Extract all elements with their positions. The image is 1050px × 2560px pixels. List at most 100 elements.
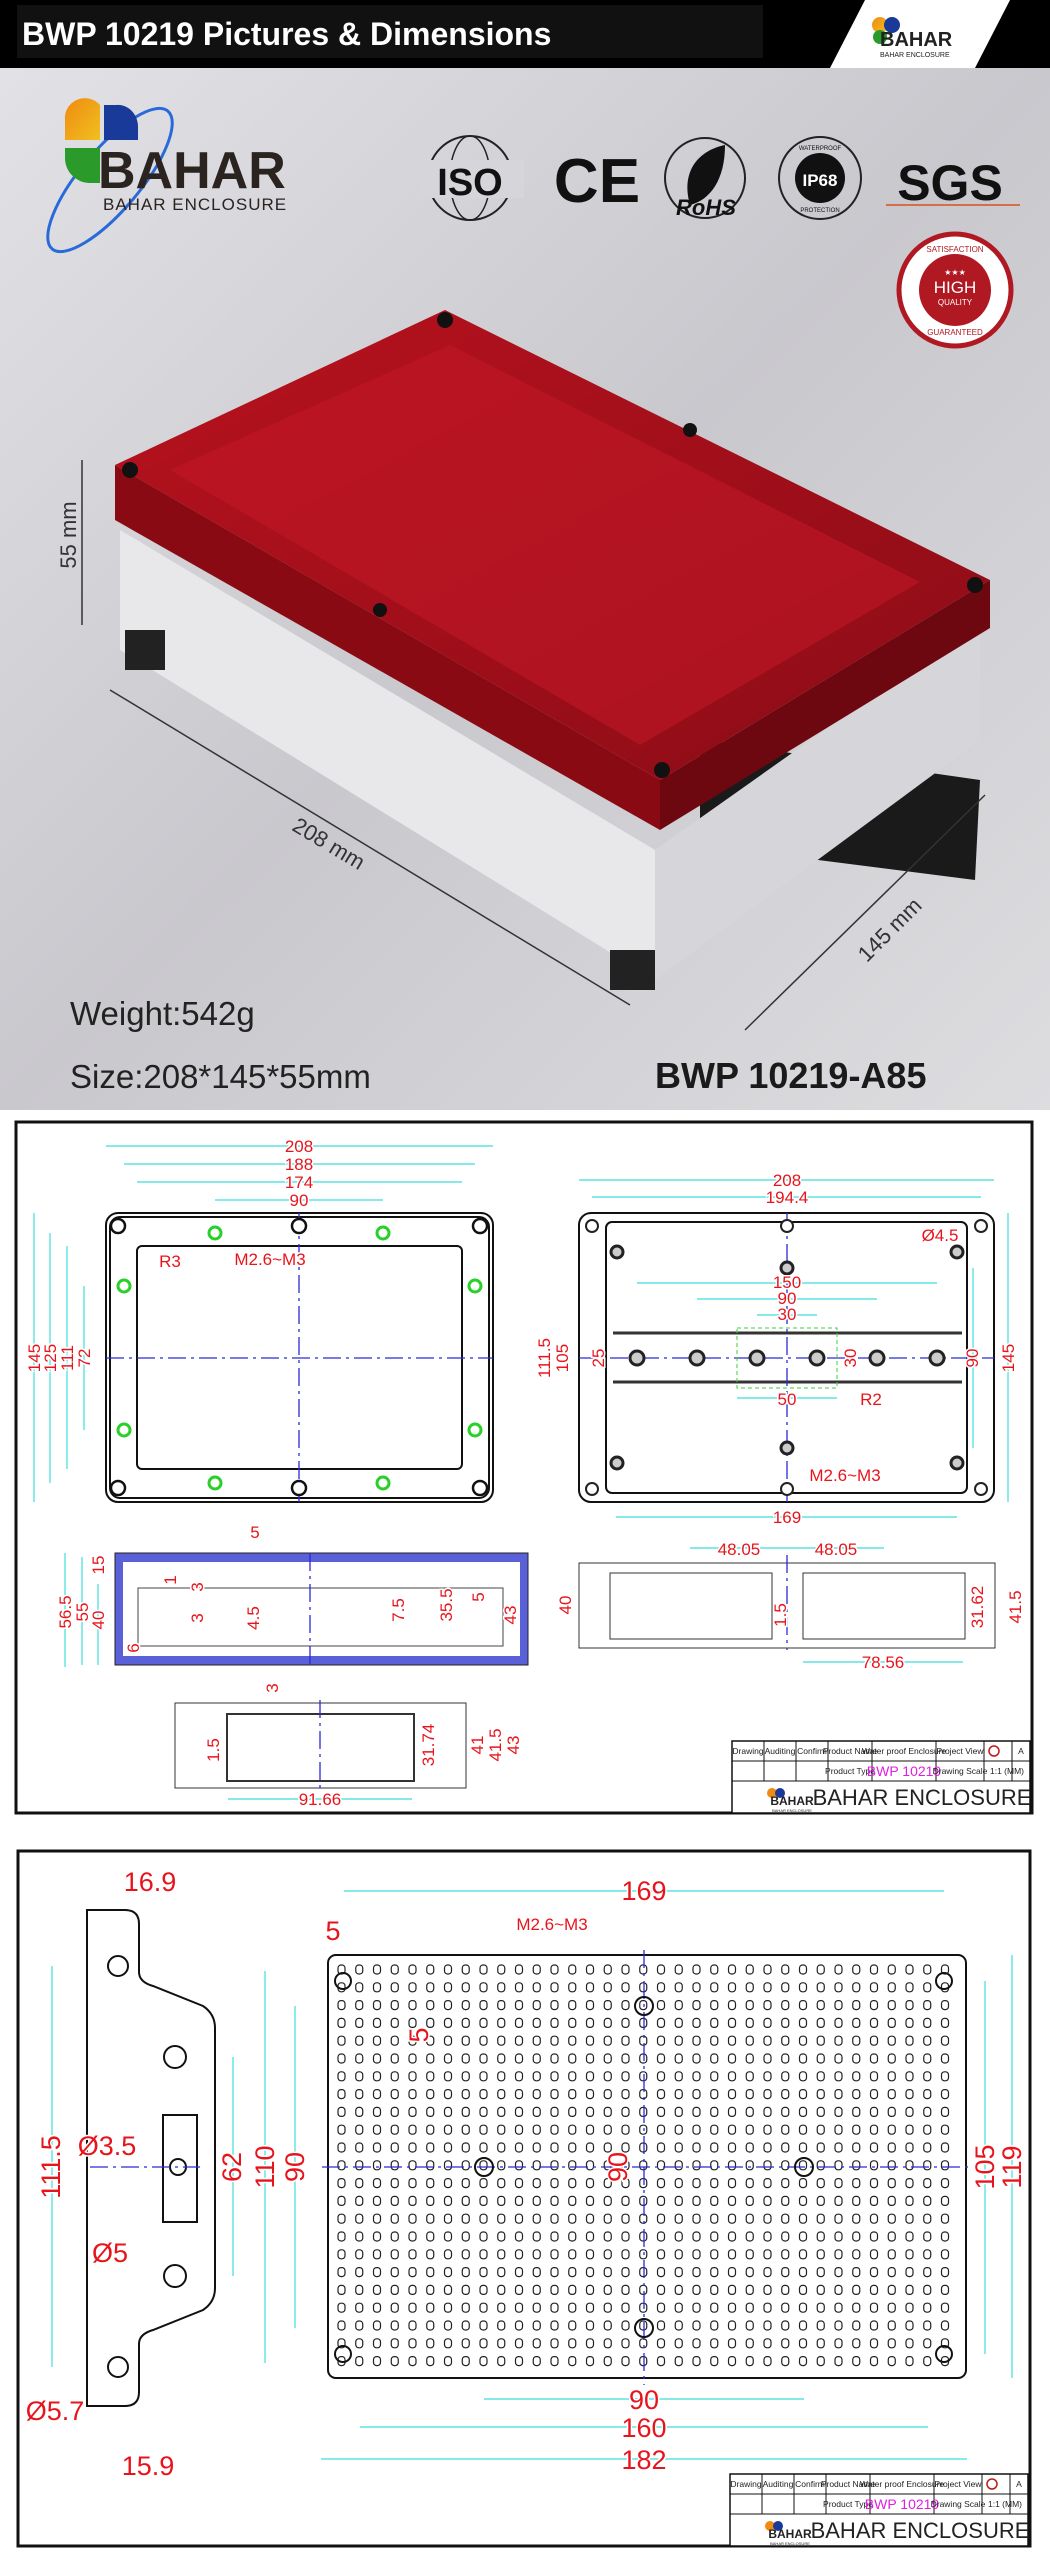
perforation-hole (461, 1982, 470, 1993)
lid-screw-hole (585, 1219, 599, 1233)
perforation-hole (603, 2071, 612, 2082)
perforation-hole (639, 1964, 648, 1975)
perforation-hole (372, 1964, 382, 1975)
perforation-hole (372, 2320, 382, 2331)
perforation-hole (639, 2267, 648, 2278)
perforation-hole (940, 2142, 950, 2153)
perforation-hole (940, 2338, 950, 2349)
mount-boss (609, 1455, 625, 1471)
svg-text:3: 3 (263, 1683, 282, 1692)
title-block-product-name-label: Product Name (823, 1746, 878, 1756)
perforation-hole (390, 2284, 399, 2295)
perforation-hole (497, 2017, 506, 2029)
perforation-hole (426, 2106, 435, 2117)
perforation-hole (940, 2249, 950, 2260)
perforation-hole (781, 1982, 790, 1993)
perforation-hole (763, 2302, 772, 2313)
perforation-hole (674, 2356, 683, 2367)
perforation-hole (621, 2338, 630, 2349)
perforation-hole (798, 2302, 808, 2313)
perforation-hole (621, 2124, 630, 2135)
perforation-hole (639, 1982, 648, 1993)
perforation-hole (781, 2053, 790, 2064)
perforation-hole (550, 1964, 559, 1975)
perforation-hole (639, 2035, 648, 2046)
perforation-hole (692, 2106, 701, 2117)
perforation-hole (603, 1964, 612, 1975)
perforation-hole (355, 2320, 364, 2331)
perforation-hole (443, 2338, 453, 2349)
perforation-hole (727, 2160, 737, 2171)
perforation-hole (550, 2231, 559, 2242)
svg-text:16.9: 16.9 (124, 1867, 177, 1897)
perforation-hole (656, 2071, 666, 2082)
svg-text:30: 30 (778, 1305, 797, 1324)
perforation-hole (727, 2195, 737, 2206)
perforation-hole (763, 1964, 772, 1975)
perforation-hole (639, 1999, 648, 2011)
perforation-hole (852, 2213, 861, 2224)
svg-text:208: 208 (773, 1171, 801, 1190)
perforation-hole (426, 2213, 435, 2224)
perforation-hole (727, 2284, 737, 2295)
svg-text:M2.6~M3: M2.6~M3 (516, 1915, 587, 1934)
perforation-hole (834, 2124, 843, 2135)
perforation-hole (550, 2195, 559, 2206)
perforation-hole (852, 2231, 861, 2242)
perforation-hole (887, 2338, 896, 2349)
perforation-hole (514, 2338, 524, 2349)
perforation-hole (940, 2035, 950, 2046)
screw-hole (471, 1217, 489, 1235)
perforation-hole (781, 2320, 790, 2331)
perforation-hole (923, 2195, 932, 2206)
perforation-hole (834, 2035, 843, 2046)
mount-boss (779, 1260, 795, 1276)
perforation-hole (710, 2231, 719, 2242)
perforation-hole (763, 2249, 772, 2260)
perforation-hole (727, 2124, 737, 2135)
perforation-hole (514, 2142, 524, 2153)
perforation-hole (479, 2053, 488, 2064)
perforation-hole (568, 2249, 577, 2260)
perforation-hole (905, 2035, 914, 2046)
perforation-hole (532, 1964, 541, 1975)
perforation-hole (550, 2284, 559, 2295)
title-block-auditing: Auditing (763, 2479, 794, 2489)
perforation-hole (940, 2320, 950, 2331)
perforation-hole (355, 1964, 364, 1975)
perforation-hole (550, 1982, 559, 1993)
perforation-hole (674, 1982, 683, 1993)
perforation-hole (585, 2124, 595, 2135)
perforation-hole (514, 2017, 524, 2029)
perforation-hole (621, 2302, 630, 2313)
perforation-hole (621, 2035, 630, 2046)
insert-boss (467, 1278, 483, 1294)
perforation-hole (514, 2089, 524, 2100)
perforation-hole (710, 2089, 719, 2100)
perforation-hole (816, 2267, 825, 2278)
perforation-hole (372, 2267, 382, 2278)
perforation-hole (710, 2178, 719, 2189)
perforation-hole (532, 2178, 541, 2189)
perforation-hole (390, 2178, 399, 2189)
perforation-hole (816, 2124, 825, 2135)
title-block-project-view: Project View (936, 1746, 984, 1756)
perforation-hole (461, 2035, 470, 2046)
perforation-hole (390, 2267, 399, 2278)
perforation-hole (479, 2284, 488, 2295)
perforation-hole (621, 2267, 630, 2278)
title-block-confirm: Confirm (795, 2479, 825, 2489)
perforation-hole (568, 1964, 577, 1975)
svg-text:194.4: 194.4 (766, 1188, 809, 1207)
perforation-hole (568, 2338, 577, 2349)
perforation-hole (710, 1999, 719, 2011)
perforation-hole (479, 2249, 488, 2260)
perforation-hole (390, 2017, 399, 2029)
perforation-hole (834, 2249, 843, 2260)
insert-boss (467, 1422, 483, 1438)
perforation-hole (745, 2035, 754, 2046)
perforation-hole (745, 1964, 754, 1975)
perforation-hole (816, 2106, 825, 2117)
